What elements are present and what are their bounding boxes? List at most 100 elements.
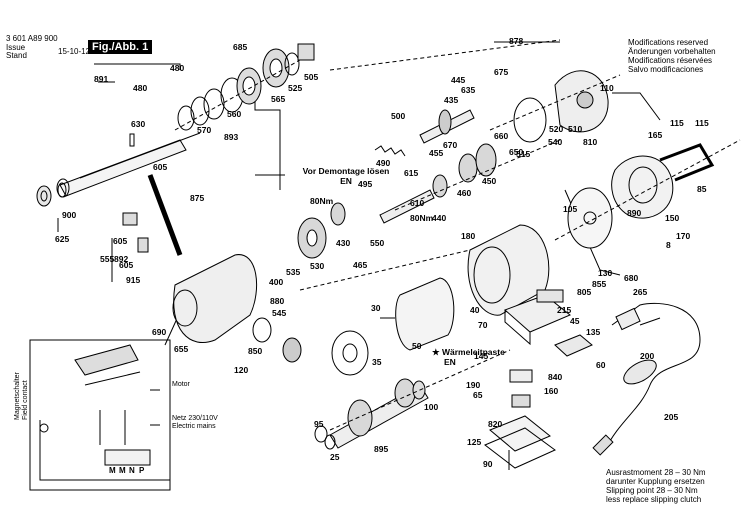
modifications-line: Modifications réservées: [628, 56, 713, 65]
part-number-label: 440: [432, 213, 446, 223]
part-number-label: 820: [488, 419, 502, 429]
part-number-label: 915: [126, 275, 140, 285]
bearing-part: [297, 43, 315, 61]
part-number-label: 40: [470, 305, 480, 315]
part-number-label: 105: [563, 204, 577, 214]
part-number-label: 35: [372, 357, 382, 367]
part-number-label: 200: [640, 351, 654, 361]
screw-part: [639, 317, 661, 326]
gear-housing-part: [611, 155, 674, 219]
part-number-label: 45: [570, 316, 580, 326]
clamp-part: [137, 237, 149, 253]
part-number-label: 265: [633, 287, 647, 297]
spring-part: [374, 145, 406, 157]
modifications-line: Salvo modificaciones: [628, 65, 704, 74]
mains-line: Netz 230/110V: [172, 415, 218, 422]
wiring-diagram: [29, 339, 171, 491]
part-number-label: 810: [583, 137, 597, 147]
ring-part: [190, 96, 210, 126]
seal-ring-part: [56, 178, 70, 198]
brush-holder-part: [509, 369, 533, 383]
part-number-label: 505: [304, 72, 318, 82]
part-number-label: 880: [270, 296, 284, 306]
part-number-label: 520: [549, 124, 563, 134]
leader-line: [94, 63, 181, 70]
part-number-label: 878: [509, 36, 523, 46]
gear-part: [432, 174, 448, 198]
mains-line: Electric mains: [172, 423, 216, 430]
part-number-label: 625: [55, 234, 69, 244]
part-number-label: 893: [224, 132, 238, 142]
part-number-label: 145: [474, 351, 488, 361]
part-number-label: 650: [509, 147, 523, 157]
part-number-label: 605: [153, 162, 167, 172]
part-number-label: 605: [113, 236, 127, 246]
star-icon: ★: [432, 347, 442, 357]
part-number-label: 690: [152, 327, 166, 337]
part-number-label: 160: [544, 386, 558, 396]
ring-part: [314, 425, 328, 443]
plug-part: [615, 307, 641, 331]
leader-line: [612, 92, 661, 121]
fan-guide-part: [331, 330, 369, 376]
part-number-label: 430: [336, 238, 350, 248]
o-ring-part: [513, 97, 547, 143]
part-number-label: 515: [516, 149, 530, 159]
disassembly-note-text: Vor Demontage lösen: [302, 166, 390, 176]
part-number-label: 890: [627, 208, 641, 218]
cover-plate-part: [484, 427, 556, 469]
part-number-label: 30: [371, 303, 381, 313]
part-number-label: 855: [592, 279, 606, 289]
part-number-label: 8: [666, 240, 671, 250]
gear-shaft-part: [419, 109, 475, 144]
part-number-label: 165: [648, 130, 662, 140]
pinion-shaft-part: [379, 189, 435, 224]
part-number-label: 85: [697, 184, 707, 194]
gear-part: [297, 217, 327, 259]
torque-line: darunter Kupplung ersetzen: [606, 477, 705, 486]
modifications-line: Änderungen vorbehalten: [628, 47, 716, 56]
gear-cover-part: [554, 70, 609, 133]
part-number-label: 460: [457, 188, 471, 198]
part-number-label: 25: [330, 452, 340, 462]
part-number-label: 100: [424, 402, 438, 412]
part-number-label: 435: [444, 95, 458, 105]
torque-line: Ausrastmoment 28 – 30 Nm: [606, 468, 706, 477]
part-number-label: 95: [314, 419, 324, 429]
part-number-label: 610: [410, 198, 424, 208]
power-cable-part: [592, 302, 701, 456]
terminal-label: M: [109, 466, 116, 475]
shaft-part: [147, 174, 183, 256]
part-number-label: 190: [466, 380, 480, 390]
electronics-module-part: [504, 294, 571, 346]
carbon-brush-part: [511, 394, 531, 408]
part-number-labels: 8914806304805705608936855655255058786754…: [55, 36, 709, 469]
part-number-label: 805: [577, 287, 591, 297]
part-number-label: 685: [233, 42, 247, 52]
part-number-label: 135: [586, 327, 600, 337]
part-number-label: 875: [190, 193, 204, 203]
part-number-label: 675: [494, 67, 508, 77]
part-number-label: 205: [664, 412, 678, 422]
part-number-label: 115: [670, 118, 684, 128]
part-number-label: 660: [494, 131, 508, 141]
part-number-label: 120: [234, 365, 248, 375]
part-number-label: 130: [598, 268, 612, 278]
torque-line: less replace slipping clutch: [606, 495, 702, 504]
part-number-label: 535: [286, 267, 300, 277]
ring-part: [284, 52, 300, 76]
modifications-note: Modifications reserved Änderungen vorbeh…: [628, 38, 716, 74]
bearing-part: [236, 67, 262, 105]
part-number-label: 450: [482, 176, 496, 186]
part-number-label: 891: [94, 74, 108, 84]
switch-part: [554, 334, 593, 357]
gasket-part: [489, 415, 551, 452]
ring-part: [203, 88, 225, 120]
figure-label: Fig./Abb. 1: [88, 40, 153, 54]
disassembly-note-lang: EN: [340, 176, 352, 186]
disassembly-note: Vor Demontage lösen EN: [302, 166, 390, 186]
issue-label: Issue: [6, 43, 26, 52]
ring-part: [177, 105, 195, 131]
part-number-label: 570: [197, 125, 211, 135]
torque-line: Slipping point 28 – 30 Nm: [606, 486, 698, 495]
